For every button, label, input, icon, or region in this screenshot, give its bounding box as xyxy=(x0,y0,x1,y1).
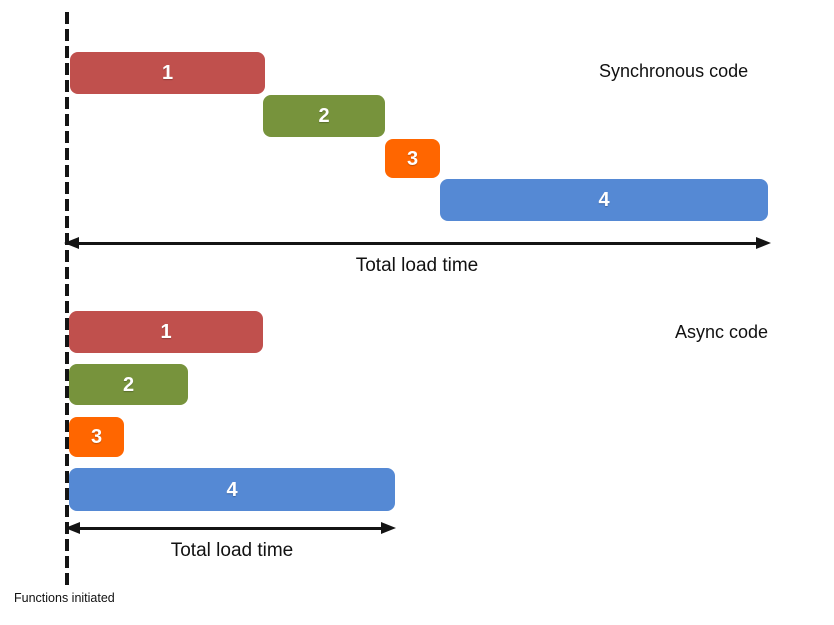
async-total-load-arrow xyxy=(65,521,396,535)
bar-number: 4 xyxy=(226,478,238,501)
arrow-left-head-icon xyxy=(65,522,80,534)
bar-async-1: 1 xyxy=(69,311,263,353)
functions-initiated-dashed-line xyxy=(65,12,69,586)
bar-number: 2 xyxy=(122,373,135,396)
bar-number: 3 xyxy=(406,147,419,170)
bar-number: 4 xyxy=(598,189,610,211)
async-section-title: Async code xyxy=(675,322,769,342)
arrow-shaft xyxy=(79,241,756,245)
bar-sync-1: 1 xyxy=(70,52,265,94)
bar-number: 1 xyxy=(160,321,172,343)
functions-initiated-label: Functions initiated xyxy=(14,591,115,605)
sync-section-title: Synchronous code xyxy=(599,61,749,81)
bar-async-4: 4 xyxy=(69,468,395,511)
bar-number: 1 xyxy=(161,62,174,84)
sync-total-load-arrow xyxy=(64,236,771,250)
bar-async-2: 2 xyxy=(69,364,188,405)
bar-sync-2: 2 xyxy=(263,95,385,137)
arrow-right-head-icon xyxy=(381,522,396,534)
async-total-load-time-label: Total load time xyxy=(170,540,294,561)
bar-sync-3: 3 xyxy=(385,139,440,178)
bar-number: 3 xyxy=(90,426,103,448)
bar-number: 2 xyxy=(318,105,330,127)
arrow-left-head-icon xyxy=(64,237,79,249)
arrow-right-head-icon xyxy=(756,237,771,249)
bar-sync-4: 4 xyxy=(440,179,768,221)
sync-total-load-time-label: Total load time xyxy=(355,255,479,276)
arrow-shaft xyxy=(80,526,381,530)
bar-async-3: 3 xyxy=(69,417,124,457)
